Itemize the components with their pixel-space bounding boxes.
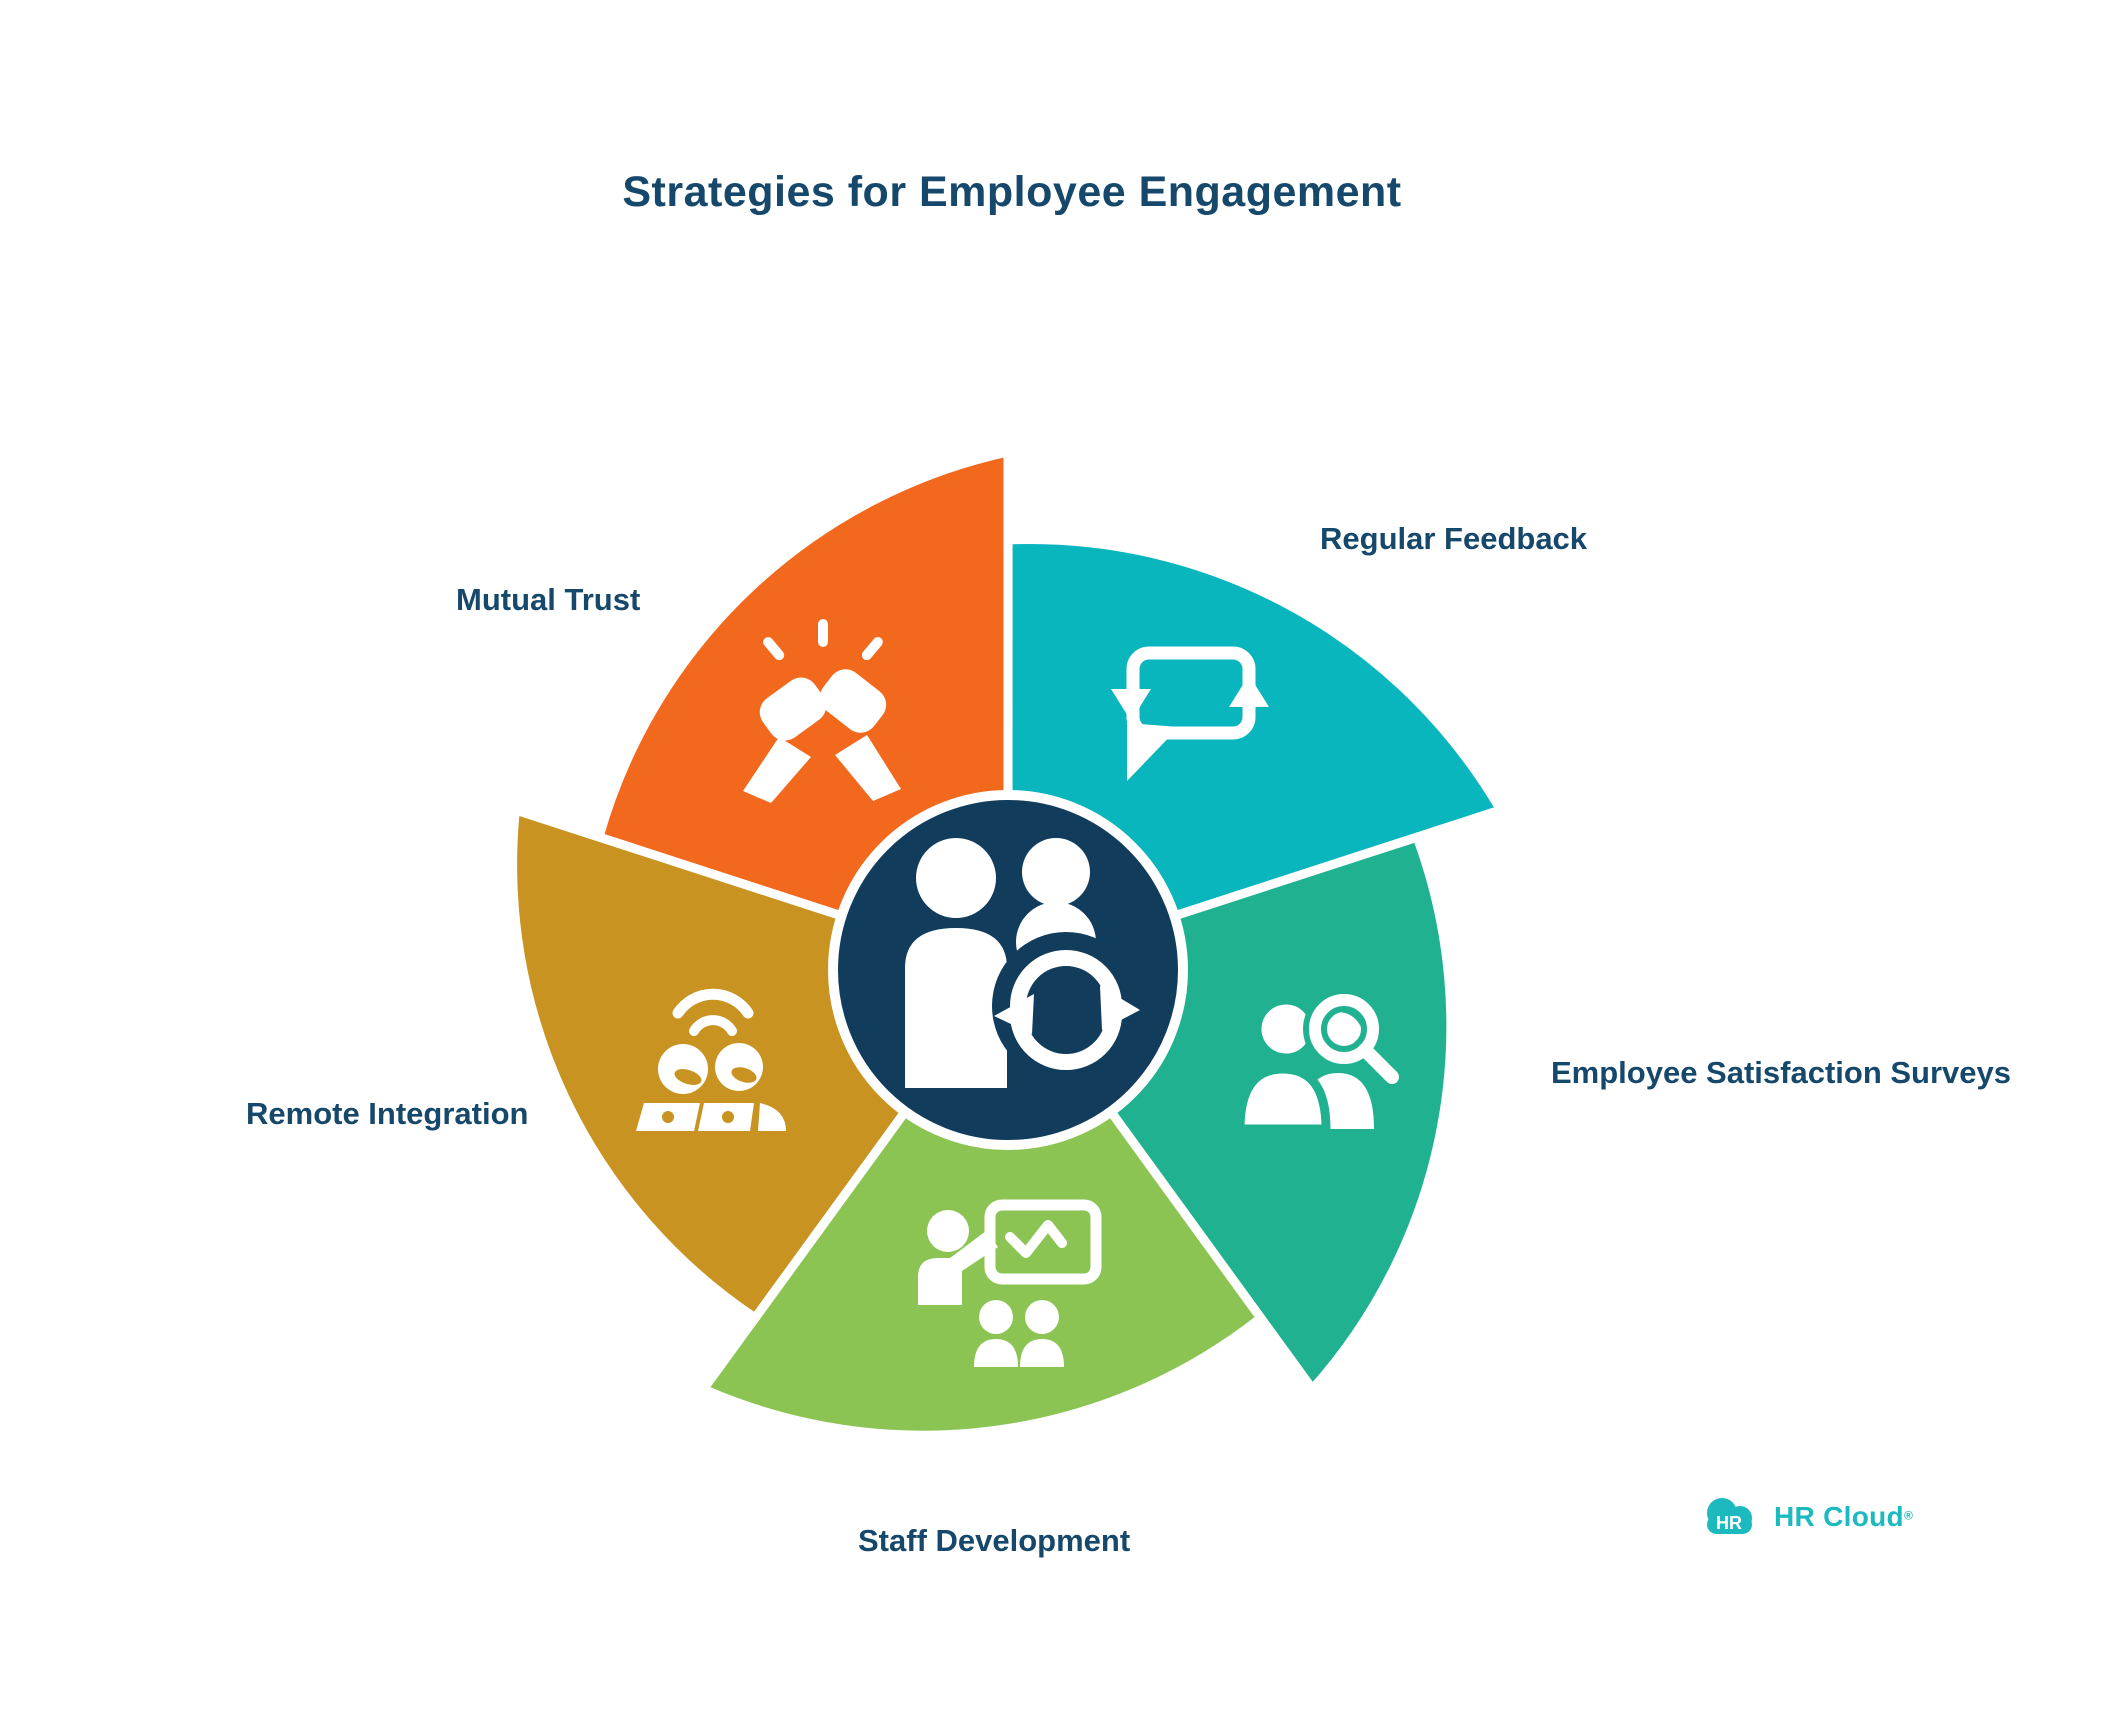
segment-staff-development [699, 965, 1266, 1440]
center-hub [828, 790, 1188, 1150]
remote-workers-icon [636, 988, 786, 1131]
label-staff-development: Staff Development [858, 1523, 1131, 1558]
label-regular-feedback: Regular Feedback [1320, 521, 1588, 556]
registered-mark: ® [1903, 1508, 1913, 1523]
people-sync-icon [905, 838, 1140, 1088]
fist-bump-icon [743, 619, 901, 803]
label-remote-integration: Remote Integration [246, 1096, 529, 1131]
page-title: Strategies for Employee Engagement [622, 168, 1402, 216]
hr-cloud-badge-icon: HR [1707, 1498, 1752, 1534]
feedback-loop-icon [1111, 646, 1269, 781]
label-mutual-trust: Mutual Trust [456, 582, 641, 617]
person-magnifier-icon [1235, 988, 1407, 1134]
segment-staff-development-shape [699, 965, 1266, 1440]
strategy-wheel [508, 447, 1506, 1440]
presenter-board-icon [918, 1199, 1102, 1367]
hr-badge-text: HR [1716, 1513, 1742, 1533]
brand-name: HR Cloud [1774, 1501, 1904, 1532]
label-employee-satisfaction-surveys: Employee Satisfaction Surveys [1551, 1055, 2012, 1090]
hr-cloud-logo: HR HR Cloud® [1698, 1492, 1913, 1542]
